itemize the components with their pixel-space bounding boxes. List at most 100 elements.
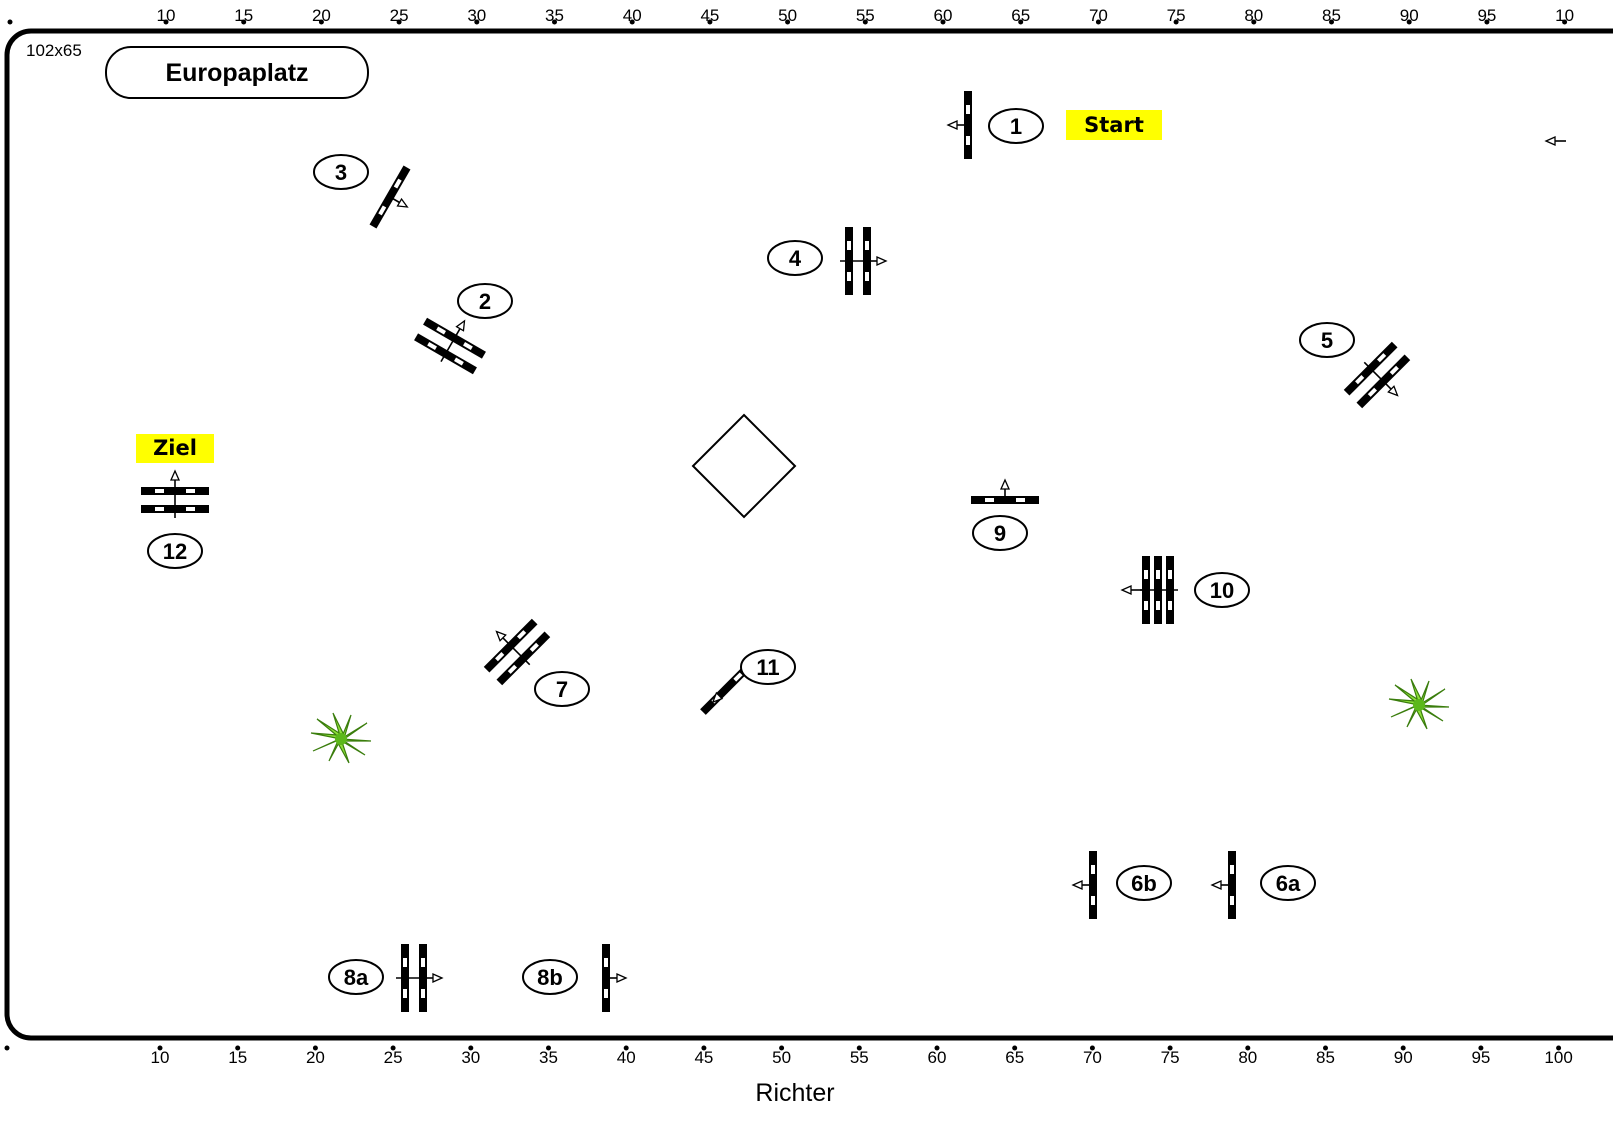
ruler-tick-label: 25 [384,1048,403,1067]
ruler-tick-dot [546,1045,551,1051]
ruler-tick-label: 70 [1083,1048,1102,1067]
ruler-tick-dot [318,19,324,25]
number-label-8a: 8a [328,959,384,995]
ruler-tick-label: 20 [312,6,331,25]
ruler-tick-label: 10 [1555,6,1574,25]
finish-marker: Ziel [136,434,214,463]
number-label-9: 9 [972,515,1028,551]
ruler-tick-label: 55 [850,1048,869,1067]
number-label-10: 10 [1194,572,1250,608]
obstacle-11-number: 11 [756,655,779,680]
ruler-tick-label: 35 [545,6,564,25]
obstacle-10-number: 10 [1210,578,1234,603]
obstacle-2 [414,317,486,375]
ruler-tick-label: 60 [928,1048,947,1067]
ruler-tick-label: 15 [234,6,253,25]
ruler-tick-label: 85 [1316,1048,1335,1067]
obstacle-6a-number: 6a [1276,871,1301,896]
obstacle-4 [840,227,887,295]
number-label-5: 5 [1299,322,1355,358]
ruler-tick-label: 80 [1244,6,1263,25]
ruler-tick-dot [707,19,713,25]
number-label-7: 7 [534,671,590,707]
ruler-tick-dot [1018,19,1024,25]
ruler-tick-dot [1095,19,1101,25]
number-label-3: 3 [313,154,369,190]
ruler-tick-label: 10 [157,6,176,25]
ruler-tick-label: 35 [539,1048,558,1067]
obstacle-4-number: 4 [789,246,802,271]
arena-size-label: 102x65 [26,41,82,60]
plant-icon [1388,678,1450,730]
ruler-tick-label: 40 [623,6,642,25]
ruler-tick-dot [1167,1045,1173,1051]
arena-name: Europaplatz [165,59,308,87]
obstacle-9 [971,479,1039,504]
start-label: Start [1084,113,1144,137]
ruler-tick-label: 45 [700,6,719,25]
center-diamond [691,413,797,519]
obstacle-1 [947,91,972,159]
number-label-1: 1 [988,108,1044,144]
number-label-12: 12 [147,533,203,569]
plant-icon [310,712,372,764]
ruler-tick-dot [396,19,402,25]
obstacle-8b-number: 8b [537,965,563,990]
entry-arrow-icon [1545,136,1567,146]
obstacle-5 [1343,341,1411,409]
ruler-tick-dot [1251,19,1257,25]
ruler-tick-label: 40 [617,1048,636,1067]
obstacle-7 [483,618,551,686]
ruler-tick-dot [1329,19,1334,25]
ruler-tick-dot [390,1045,396,1051]
ruler-tick-dot [934,1045,940,1051]
number-label-4: 4 [767,240,823,276]
arena-border [4,28,1613,1041]
obstacle-8a [396,944,443,1012]
ruler-tick-dot [856,1045,862,1051]
ruler-tick-dot [235,1045,241,1051]
ruler-tick-label: 75 [1161,1048,1180,1067]
ruler-tick-label: 30 [467,6,486,25]
obstacle-3-number: 3 [335,160,347,185]
ruler-tick-dot [1562,19,1568,25]
ruler-tick-dot [1406,19,1412,25]
ruler-tick-label: 50 [778,6,797,25]
number-label-8b: 8b [522,959,578,995]
obstacle-6b [1072,851,1097,919]
obstacle-5-number: 5 [1321,328,1333,353]
obstacle-1-number: 1 [1010,114,1022,139]
ruler-tick-label: 100 [1544,1048,1572,1067]
ruler-tick-label: 85 [1322,6,1341,25]
number-label-2: 2 [457,283,513,319]
ruler-tick-dot [940,19,946,25]
ruler-tick-dot [552,19,557,25]
ruler-tick-dot [163,19,169,25]
ruler-tick-label: 90 [1394,1048,1413,1067]
obstacle-8a-number: 8a [344,965,369,990]
corner-dot [4,1045,10,1051]
judge-label: Richter [755,1079,834,1107]
obstacle-8b [602,944,627,1012]
ruler-tick-label: 95 [1477,6,1496,25]
arena-title: Europaplatz [105,46,369,99]
ruler-tick-dot [701,1045,707,1051]
ruler-tick-dot [1173,19,1179,25]
obstacle-2-number: 2 [479,289,491,314]
ruler-tick-label: 80 [1238,1048,1257,1067]
ruler-tick-dot [1323,1045,1328,1051]
ruler-tick-label: 20 [306,1048,325,1067]
ruler-tick-label: 10 [151,1048,170,1067]
ruler-tick-label: 30 [461,1048,480,1067]
ruler-tick-dot [862,19,868,25]
ruler-tick-dot [623,1045,629,1051]
ruler-tick-dot [157,1045,163,1051]
obstacle-6a [1211,851,1236,919]
ruler-tick-label: 75 [1167,6,1186,25]
start-marker: Start [1066,110,1162,140]
ruler-tick-label: 70 [1089,6,1108,25]
ruler-tick-dot [785,19,791,25]
corner-dot [7,19,13,25]
